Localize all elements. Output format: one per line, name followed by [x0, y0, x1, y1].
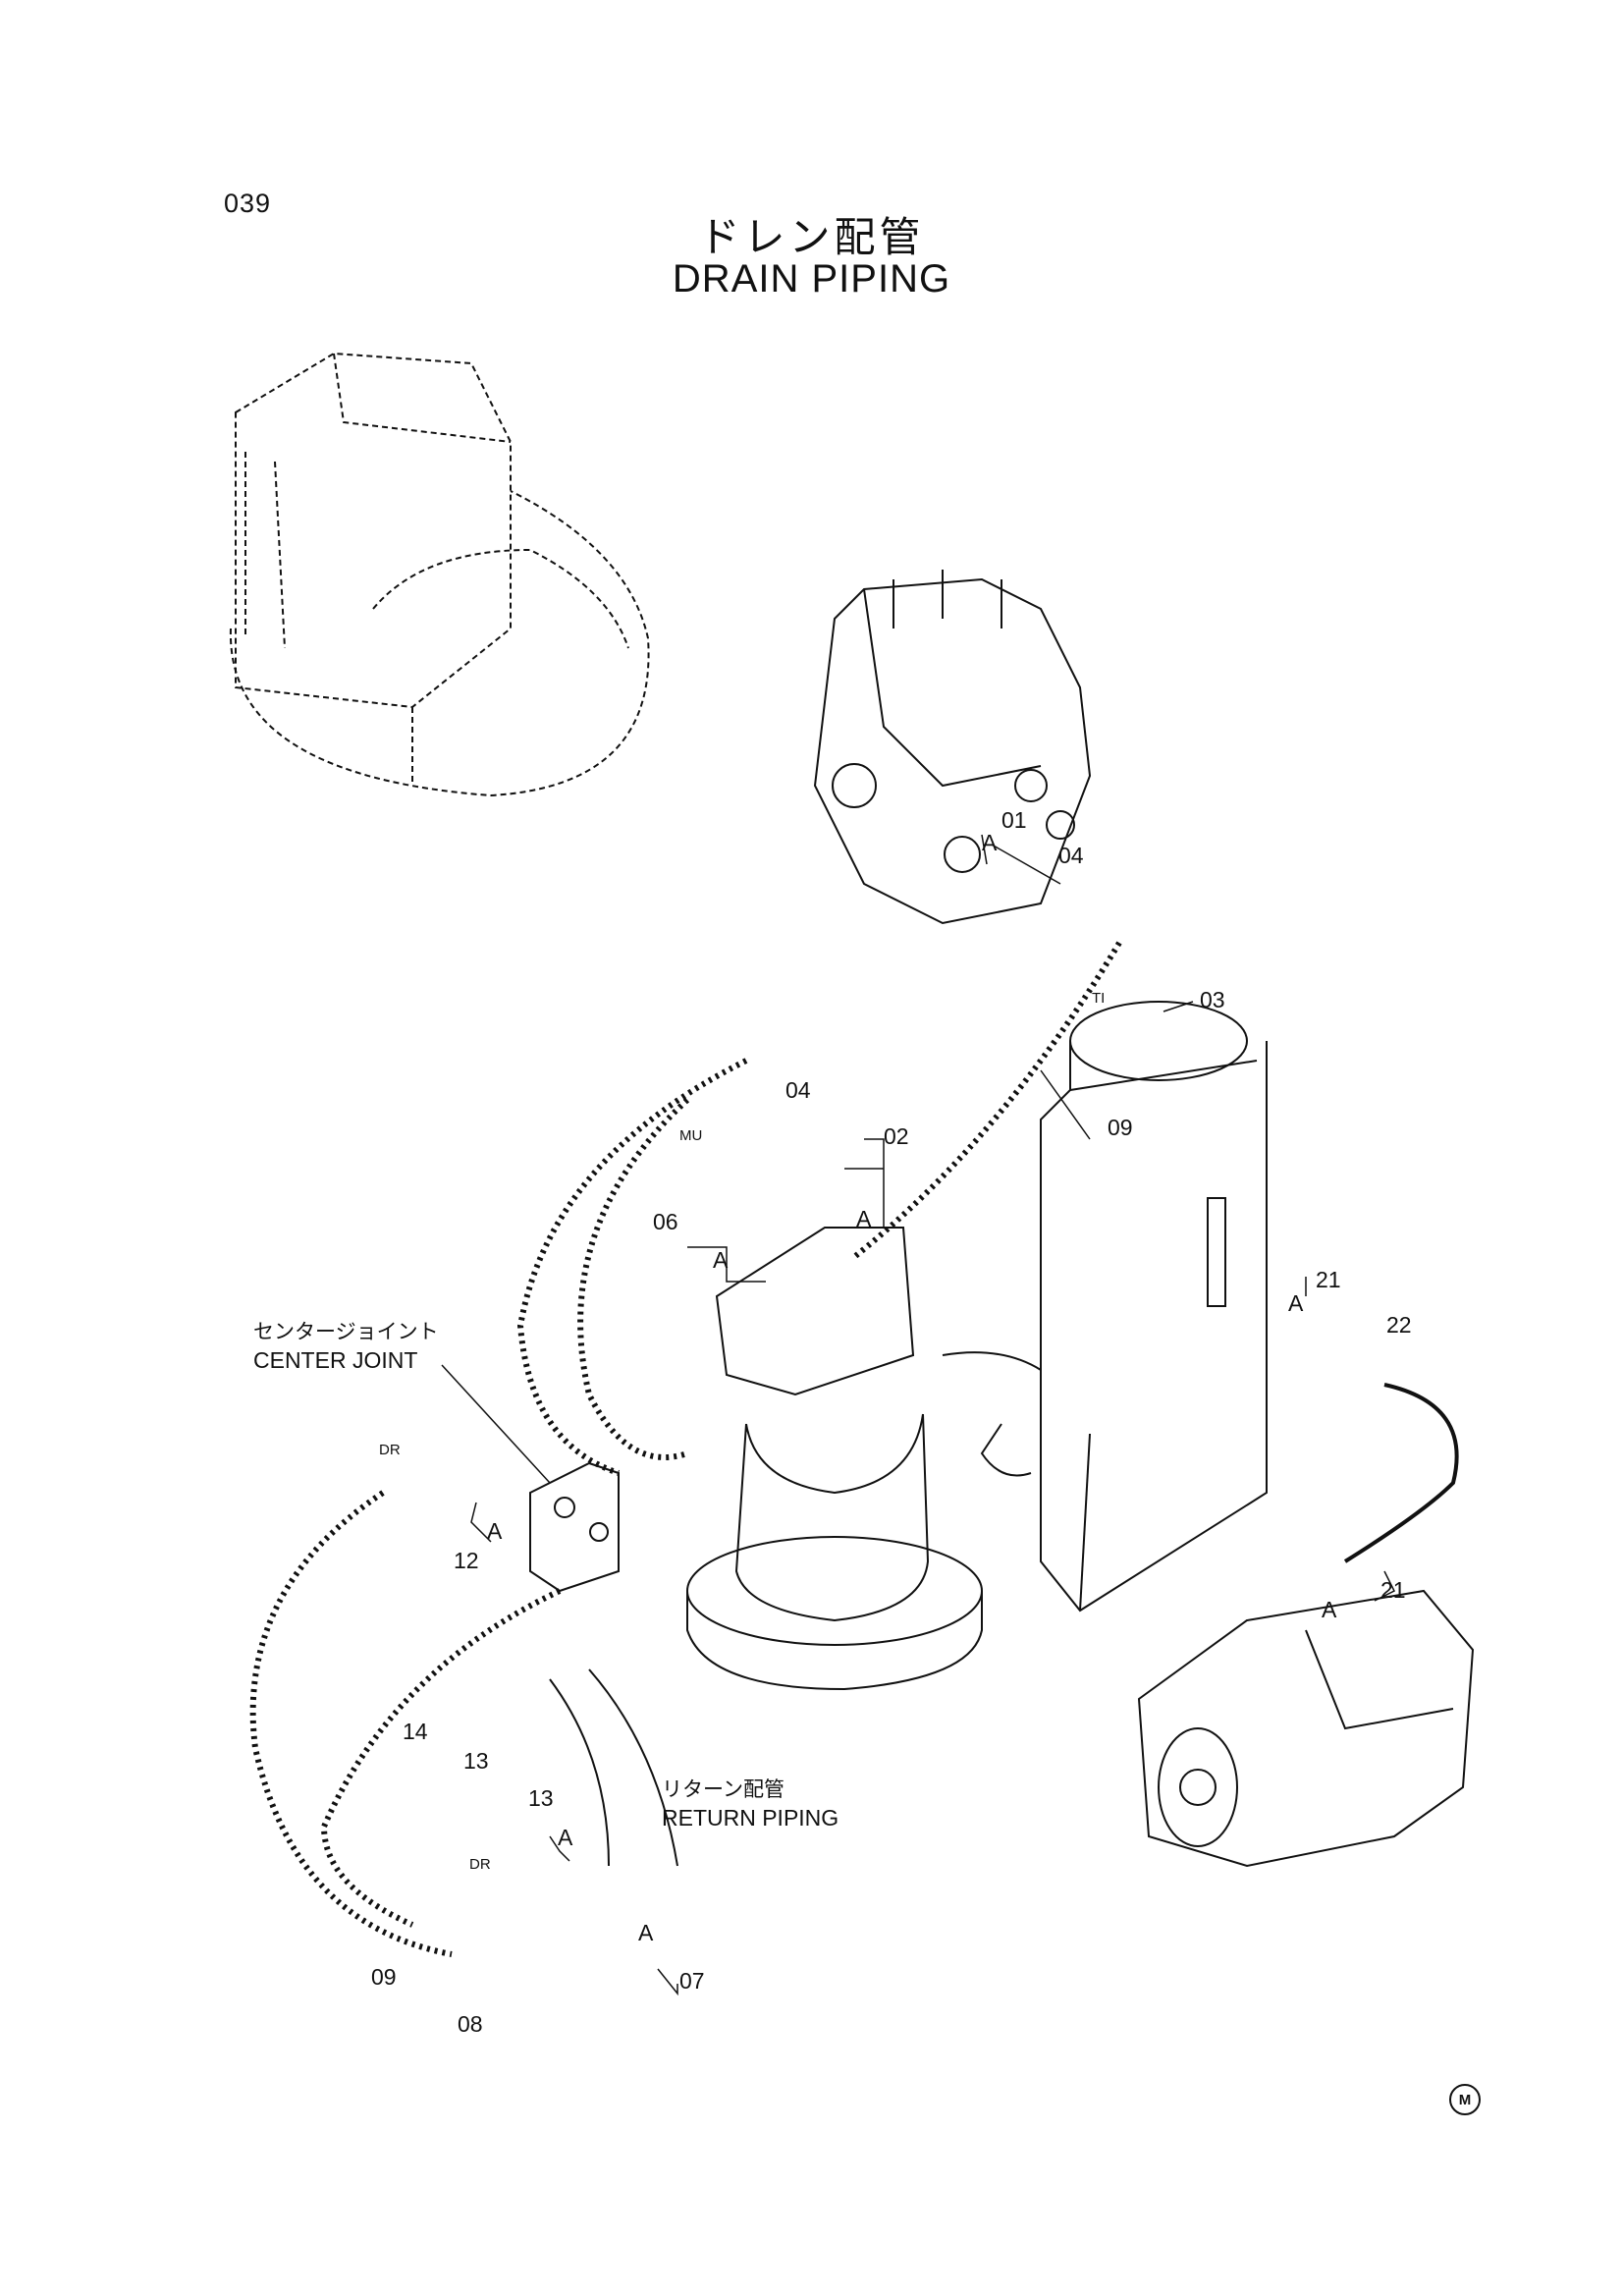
part-label-03: 03 [1200, 987, 1225, 1012]
center-joint-label-en: CENTER JOINT [253, 1347, 418, 1373]
detail-marker-a-12: A [487, 1518, 503, 1544]
detail-marker-a-13: A [558, 1825, 573, 1850]
port-label-mu: MU [679, 1127, 703, 1144]
part-label-21-upper: 21 [1316, 1267, 1341, 1292]
part-label-22: 22 [1386, 1312, 1412, 1338]
hydraulic-pump-drawing [1137, 1589, 1475, 1868]
page-number: 039 [224, 189, 272, 218]
return-piping-drawing [549, 1668, 678, 1867]
control-valve-drawing [813, 570, 1092, 925]
part-label-09-lower: 09 [371, 1964, 397, 1990]
return-piping-label-en: RETURN PIPING [662, 1805, 839, 1831]
part-label-04-valve: 04 [1058, 843, 1084, 868]
drain-hoses [249, 941, 1122, 1957]
part-label-08: 08 [458, 2011, 483, 2037]
return-piping-label-jp: リターン配管 [662, 1777, 784, 1801]
detail-marker-a-21-lower: A [1322, 1597, 1337, 1622]
title-japanese: ドレン配管 [698, 213, 925, 261]
part-label-02: 02 [884, 1123, 909, 1149]
detail-marker-a-06: A [713, 1247, 729, 1273]
part-label-12: 12 [454, 1548, 479, 1573]
hydraulic-tank-drawing [942, 1001, 1268, 1613]
excavator-cab-drawing [229, 352, 650, 797]
part-label-13: 13 [528, 1785, 554, 1811]
leader-lines [441, 834, 1396, 1996]
part-label-14: 13 [463, 1748, 489, 1774]
part-label-09-upper: 09 [1108, 1115, 1133, 1140]
title-english: DRAIN PIPING [672, 257, 951, 301]
part-label-06: 06 [653, 1209, 678, 1234]
detail-marker-a-02: A [856, 1206, 872, 1231]
copyright-mark: M [1449, 2084, 1481, 2115]
part-label-01: 01 [1001, 807, 1027, 833]
center-joint-drawing [529, 1461, 620, 1593]
port-label-dr-upper: DR [379, 1442, 401, 1458]
part-label-07: 07 [679, 1968, 705, 1994]
detail-marker-a-valve: A [982, 830, 998, 855]
center-joint-label-jp: センタージョイント [253, 1320, 439, 1343]
detail-marker-a-07: A [638, 1920, 654, 1945]
part-label-04-center: 04 [785, 1077, 811, 1103]
part-label-15: 14 [403, 1719, 428, 1744]
pump-drain-hose [1343, 1383, 1459, 1563]
swing-motor-drawing [686, 1227, 983, 1691]
part-label-21-lower: 21 [1380, 1577, 1406, 1603]
detail-marker-a-21-upper: A [1288, 1290, 1304, 1316]
port-label-ti: TI [1092, 990, 1106, 1007]
port-label-dr-lower: DR [469, 1856, 491, 1873]
